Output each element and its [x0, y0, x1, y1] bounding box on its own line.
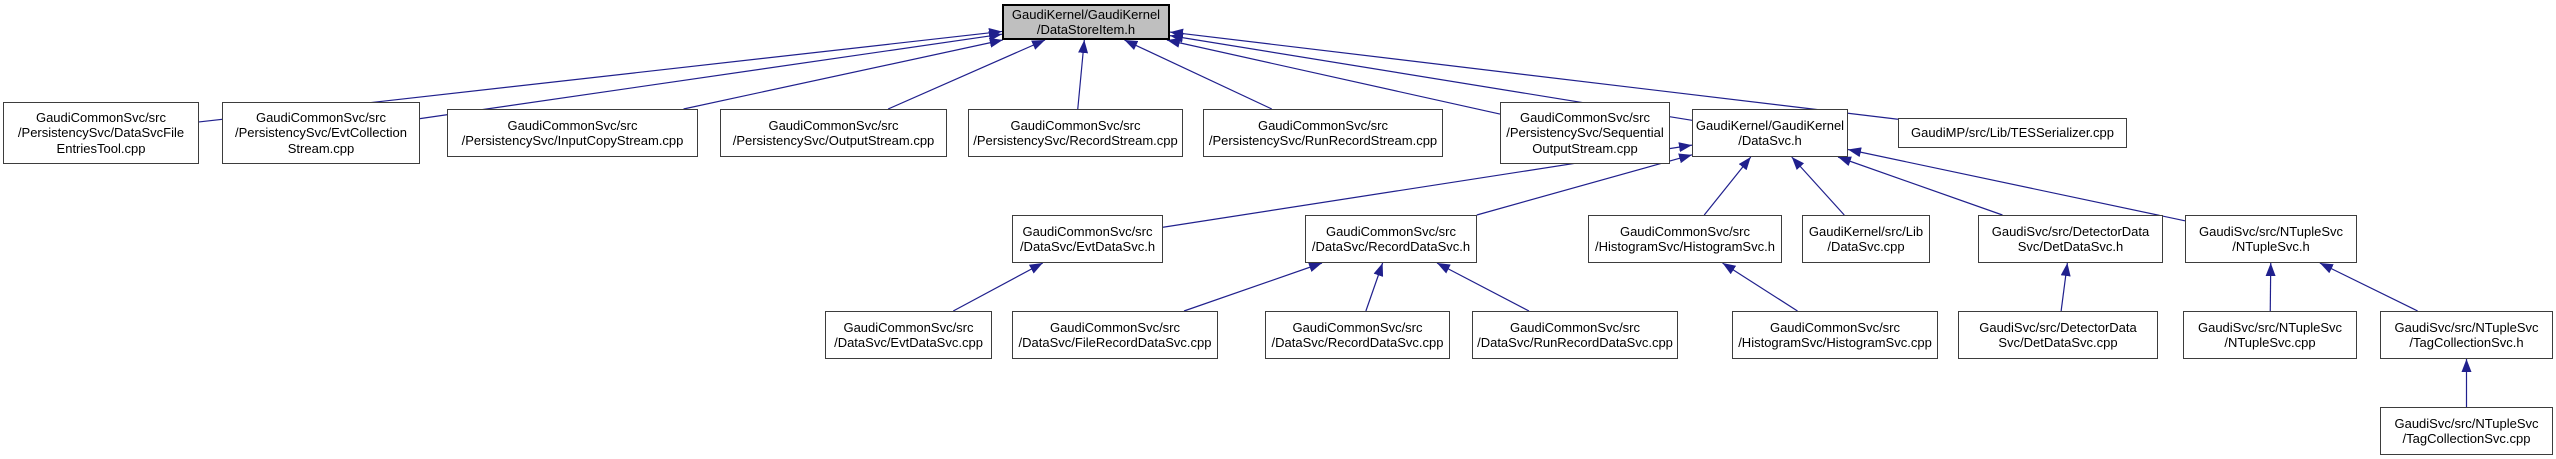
graph-node-NTupleSvc_cpp[interactable]: GaudiSvc/src/NTupleSvc /NTupleSvc.cpp: [2183, 311, 2357, 359]
edge-OutputStream_cpp-to-DataStoreItem_h: [887, 39, 1046, 110]
graph-node-FileRecordDataSvc_cpp[interactable]: GaudiCommonSvc/src /DataSvc/FileRecordDa…: [1012, 311, 1218, 359]
graph-node-SequentialOutputStream_cpp[interactable]: GaudiCommonSvc/src /PersistencySvc/Seque…: [1500, 102, 1670, 164]
graph-node-RunRecordStream_cpp[interactable]: GaudiCommonSvc/src /PersistencySvc/RunRe…: [1203, 109, 1443, 157]
graph-node-InputCopyStream_cpp[interactable]: GaudiCommonSvc/src /PersistencySvc/Input…: [447, 109, 698, 157]
edge-HistogramSvc_h-to-DataSvc_h: [1703, 156, 1752, 216]
edge-RecordStream_cpp-to-DataStoreItem_h: [1077, 39, 1089, 110]
graph-node-HistogramSvc_h[interactable]: GaudiCommonSvc/src /HistogramSvc/Histogr…: [1588, 215, 1782, 263]
graph-node-EvtDataSvc_cpp[interactable]: GaudiCommonSvc/src /DataSvc/EvtDataSvc.c…: [825, 311, 992, 359]
edge-EvtCollectionStream_cpp-to-DataStoreItem_h: [419, 31, 1003, 120]
edge-DetDataSvc_h-to-DataSvc_h: [1837, 156, 2003, 216]
graph-node-DataSvcFileEntriesTool_cpp[interactable]: GaudiCommonSvc/src /PersistencySvc/DataS…: [3, 102, 199, 164]
graph-node-DetDataSvc_cpp[interactable]: GaudiSvc/src/DetectorData Svc/DetDataSvc…: [1958, 311, 2158, 359]
edge-EvtDataSvc_cpp-to-EvtDataSvc_h: [952, 262, 1044, 312]
graph-node-TESSerializer_cpp[interactable]: GaudiMP/src/Lib/TESSerializer.cpp: [1898, 118, 2127, 148]
edge-NTupleSvc_h-to-DataSvc_h: [1847, 147, 2186, 222]
graph-node-RecordStream_cpp[interactable]: GaudiCommonSvc/src /PersistencySvc/Recor…: [968, 109, 1183, 157]
graph-node-EvtDataSvc_h[interactable]: GaudiCommonSvc/src /DataSvc/EvtDataSvc.h: [1012, 215, 1163, 263]
edge-TESSerializer_cpp-to-DataStoreItem_h: [1169, 28, 1899, 120]
edge-TagCollectionSvc_h-to-NTupleSvc_h: [2319, 262, 2418, 312]
graph-node-HistogramSvc_cpp[interactable]: GaudiCommonSvc/src /HistogramSvc/Histogr…: [1732, 311, 1938, 359]
graph-node-RecordDataSvc_cpp[interactable]: GaudiCommonSvc/src /DataSvc/RecordDataSv…: [1265, 311, 1450, 359]
edge-NTupleSvc_cpp-to-NTupleSvc_h: [2265, 262, 2276, 312]
graph-node-RecordDataSvc_h[interactable]: GaudiCommonSvc/src /DataSvc/RecordDataSv…: [1305, 215, 1477, 263]
edge-RunRecordStream_cpp-to-DataStoreItem_h: [1124, 39, 1273, 110]
graph-node-TagCollectionSvc_cpp[interactable]: GaudiSvc/src/NTupleSvc /TagCollectionSvc…: [2380, 407, 2553, 455]
edge-FileRecordDataSvc_cpp-to-RecordDataSvc_h: [1183, 262, 1323, 312]
edge-DetDataSvc_cpp-to-DetDataSvc_h: [2060, 262, 2071, 312]
graph-node-RunRecordDataSvc_cpp[interactable]: GaudiCommonSvc/src /DataSvc/RunRecordDat…: [1472, 311, 1678, 359]
edge-RecordDataSvc_cpp-to-RecordDataSvc_h: [1365, 262, 1384, 312]
graph-node-OutputStream_cpp[interactable]: GaudiCommonSvc/src /PersistencySvc/Outpu…: [720, 109, 947, 157]
graph-node-NTupleSvc_h[interactable]: GaudiSvc/src/NTupleSvc /NTupleSvc.h: [2185, 215, 2357, 263]
graph-node-EvtCollectionStream_cpp[interactable]: GaudiCommonSvc/src /PersistencySvc/EvtCo…: [222, 102, 420, 164]
graph-node-DataStoreItem_h: GaudiKernel/GaudiKernel /DataStoreItem.h: [1002, 4, 1170, 40]
edge-InputCopyStream_cpp-to-DataStoreItem_h: [683, 37, 1003, 110]
edge-RecordDataSvc_h-to-DataSvc_h: [1476, 153, 1693, 216]
graph-node-DataSvc_cpp[interactable]: GaudiKernel/src/Lib /DataSvc.cpp: [1802, 215, 1930, 263]
edge-RunRecordDataSvc_cpp-to-RecordDataSvc_h: [1436, 262, 1530, 312]
edge-DataSvc_cpp-to-DataSvc_h: [1791, 156, 1845, 216]
graph-node-DataSvc_h[interactable]: GaudiKernel/GaudiKernel /DataSvc.h: [1692, 109, 1848, 157]
edge-HistogramSvc_cpp-to-HistogramSvc_h: [1722, 262, 1798, 312]
edge-SequentialOutputStream_cpp-to-DataStoreItem_h: [1166, 37, 1501, 115]
graph-node-DetDataSvc_h[interactable]: GaudiSvc/src/DetectorData Svc/DetDataSvc…: [1978, 215, 2163, 263]
graph-node-TagCollectionSvc_h[interactable]: GaudiSvc/src/NTupleSvc /TagCollectionSvc…: [2380, 311, 2553, 359]
